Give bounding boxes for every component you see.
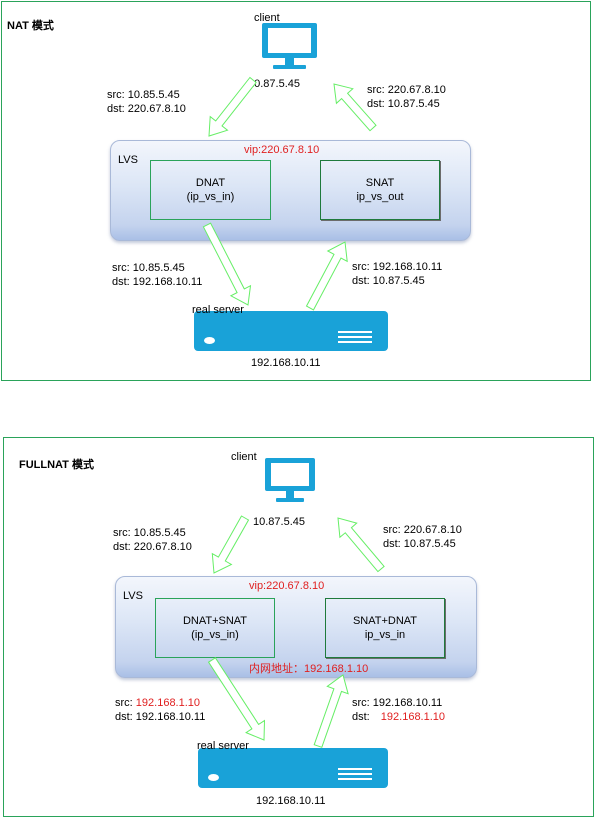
- fullnat-server-led: [208, 774, 219, 781]
- fullnat-resp-back-src: src: 192.168.10.11: [352, 697, 443, 709]
- fullnat-server-icon: [198, 748, 388, 788]
- nat-server-ip: 192.168.10.11: [251, 357, 321, 369]
- fullnat-client-label: client: [231, 451, 257, 463]
- nat-req-fwd-src: src: 10.85.5.45: [112, 262, 185, 274]
- client-monitor-icon: [262, 23, 317, 69]
- fullnat-resp-out-dst: dst: 10.87.5.45: [383, 538, 456, 550]
- nat-resp-out-dst: dst: 10.87.5.45: [367, 98, 440, 110]
- fullnat-client-to-lvs-arrow: [211, 515, 250, 574]
- fullnat-server-bar: [338, 768, 372, 770]
- nat-server-icon: [194, 311, 388, 351]
- fullnat-vip-label: vip:220.67.8.10: [249, 580, 325, 592]
- nat-lvs-box: [110, 140, 471, 241]
- nat-lvs-to-client-arrow: [333, 83, 377, 132]
- fullnat-title: FULLNAT 模式: [19, 459, 94, 471]
- fullnat-server-to-lvs-arrow: [313, 674, 349, 748]
- nat-req-fwd-dst: dst: 192.168.10.11: [112, 276, 203, 288]
- nat-snat-box: SNAT ip_vs_out: [320, 160, 440, 220]
- nat-server-to-lvs-arrow: [305, 241, 348, 311]
- fullnat-req-fwd-dst: dst: 192.168.10.11: [115, 711, 206, 723]
- fullnat-server-ip: 192.168.10.11: [256, 795, 326, 807]
- client-monitor-icon: [265, 458, 315, 502]
- nat-snat-line1: SNAT: [365, 177, 395, 189]
- nat-server-led: [204, 337, 215, 344]
- fullnat-server-bar: [338, 773, 372, 775]
- fullnat-req-in-src: src: 10.85.5.45: [113, 527, 186, 539]
- fullnat-internal-address: 内网地址：192.168.1.10: [249, 663, 369, 675]
- fullnat-resp-back-dst-prefix: dst:: [352, 711, 370, 723]
- fullnat-lvs-to-server-arrow: [207, 657, 266, 741]
- nat-dnat-line1: DNAT: [195, 177, 226, 189]
- fullnat-resp-out-src: src: 220.67.8.10: [383, 524, 462, 536]
- nat-server-label: real server: [192, 304, 244, 316]
- fullnat-req-fwd-src-prefix: src:: [115, 697, 133, 709]
- nat-snat-line2: ip_vs_out: [356, 191, 404, 203]
- nat-server-bar: [338, 336, 372, 338]
- fullnat-resp-back-dst: dst: 192.168.1.10: [352, 711, 445, 723]
- nat-vip-label: vip:220.67.8.10: [244, 144, 320, 156]
- fullnat-server-label: real server: [197, 740, 249, 752]
- nat-title: NAT 模式: [7, 20, 54, 32]
- nat-req-in-src: src: 10.85.5.45: [107, 89, 180, 101]
- nat-client-label: client: [254, 12, 280, 24]
- nat-resp-out-src: src: 220.67.8.10: [367, 84, 446, 96]
- nat-server-bar: [338, 331, 372, 333]
- fullnat-right-line2: ip_vs_in: [364, 629, 406, 641]
- nat-dnat-line2: (ip_vs_in): [186, 191, 235, 203]
- fullnat-snat-dnat-box: SNAT+DNAT ip_vs_in: [325, 598, 445, 658]
- fullnat-right-line1: SNAT+DNAT: [352, 615, 418, 627]
- fullnat-lvs-label: LVS: [123, 590, 143, 602]
- fullnat-req-fwd-src-value: 192.168.1.10: [135, 697, 201, 709]
- nat-resp-back-src: src: 192.168.10.11: [352, 261, 443, 273]
- nat-server-bar: [338, 341, 372, 343]
- fullnat-server-bar: [338, 778, 372, 780]
- fullnat-client-ip: 10.87.5.45: [253, 516, 305, 528]
- fullnat-resp-back-dst-value: 192.168.1.10: [380, 711, 446, 723]
- nat-req-in-dst: dst: 220.67.8.10: [107, 103, 186, 115]
- fullnat-lvs-box: [115, 576, 477, 678]
- fullnat-lvs-to-client-arrow: [337, 517, 385, 573]
- nat-lvs-label: LVS: [118, 154, 138, 166]
- fullnat-left-line1: DNAT+SNAT: [182, 615, 248, 627]
- nat-lvs-to-server-arrow: [202, 222, 252, 306]
- fullnat-left-line2: (ip_vs_in): [191, 629, 239, 641]
- nat-resp-back-dst: dst: 10.87.5.45: [352, 275, 425, 287]
- nat-client-ip: 10.87.5.45: [248, 78, 300, 90]
- nat-client-to-lvs-arrow: [208, 76, 257, 137]
- fullnat-req-fwd-src: src: 192.168.1.10: [115, 697, 200, 709]
- fullnat-req-in-dst: dst: 220.67.8.10: [113, 541, 192, 553]
- nat-dnat-box: DNAT (ip_vs_in): [150, 160, 271, 220]
